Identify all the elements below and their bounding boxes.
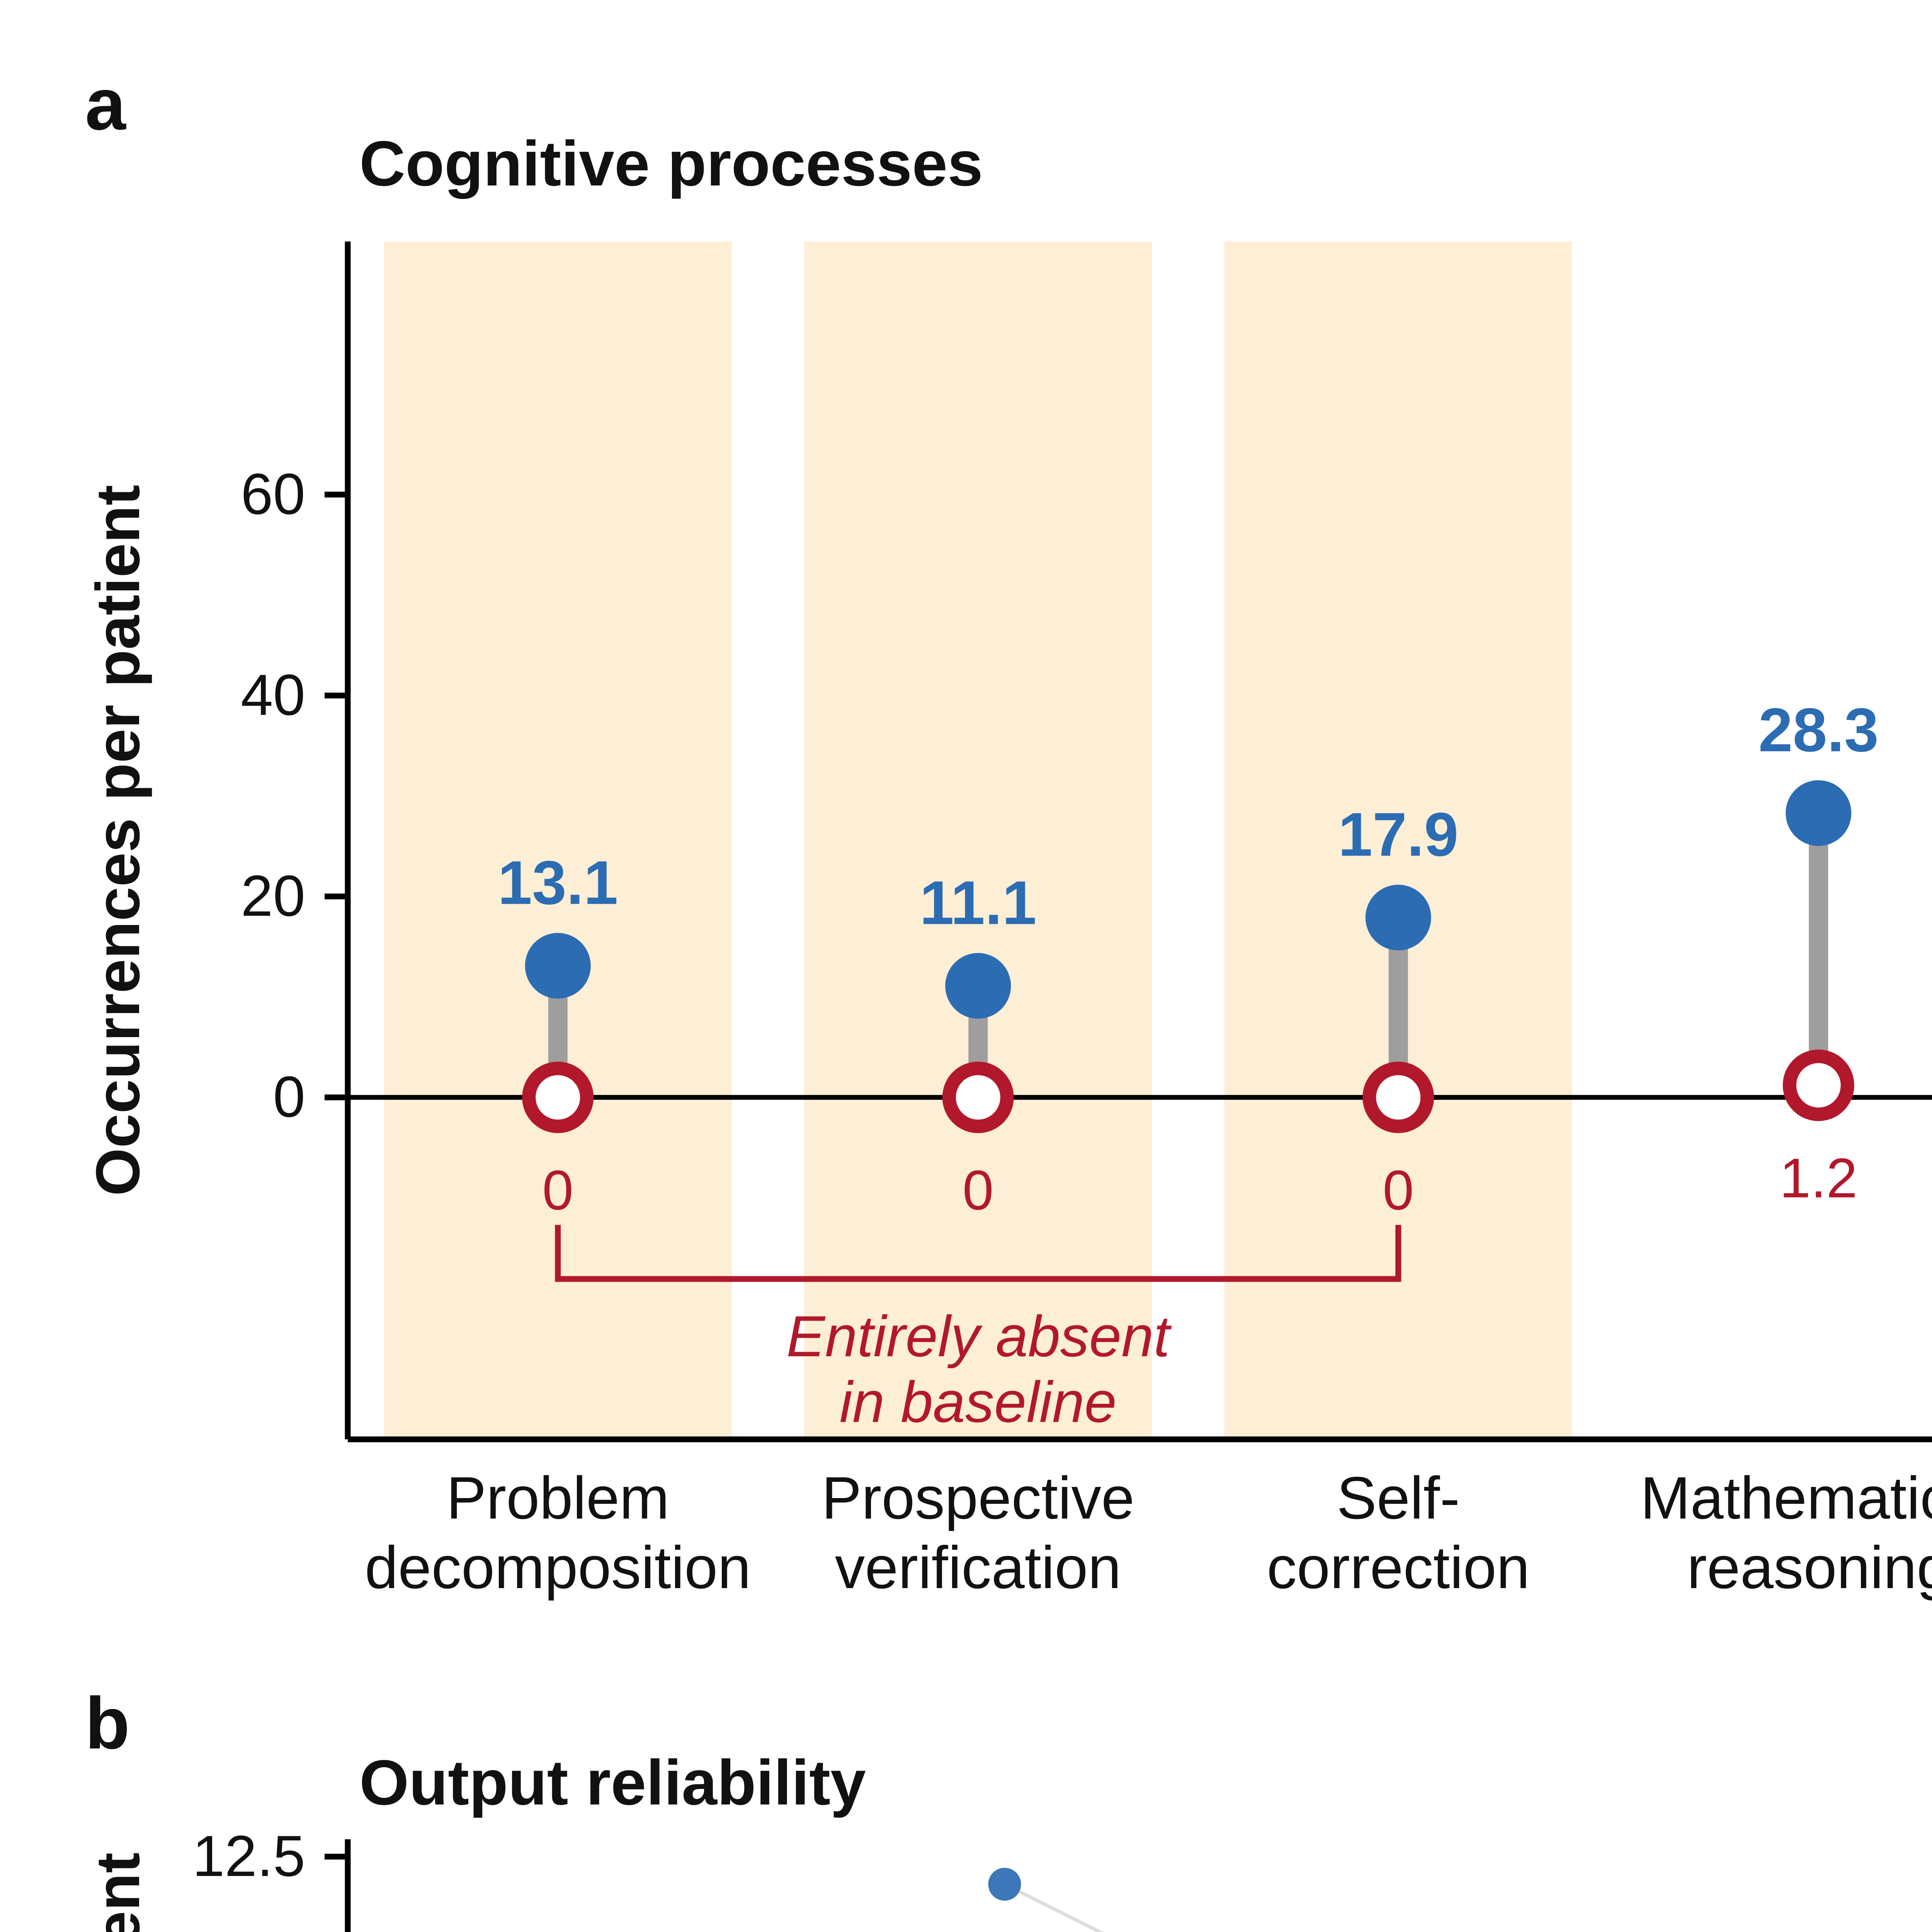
reasoning-value-label: 28.3 — [1759, 695, 1879, 764]
reasoning-point — [525, 933, 591, 999]
nonreasoning-value-label: 1.2 — [1779, 1147, 1857, 1209]
y-tick-label: 60 — [241, 461, 305, 526]
panel-b-title: Output reliability — [359, 1747, 866, 1818]
y-axis-title: Format errors per patient — [83, 1852, 152, 1932]
absent-annotation: Entirely absent — [786, 1304, 1172, 1369]
nonreasoning-value-label: 0 — [542, 1159, 573, 1221]
reasoning-point — [1365, 884, 1431, 951]
panel-a-title: Cognitive processes — [359, 128, 983, 199]
nonreasoning-value-label: 0 — [1383, 1159, 1414, 1221]
highlight-band — [804, 242, 1152, 1439]
category-label: verification — [835, 1534, 1121, 1601]
category-label: Problem — [446, 1464, 669, 1531]
absent-annotation: in baseline — [840, 1369, 1117, 1434]
category-label: Mathematical — [1640, 1464, 1932, 1531]
y-tick-label: 20 — [241, 863, 305, 928]
reasoning-point — [945, 953, 1011, 1019]
reasoning-point — [1786, 780, 1852, 846]
reasoning-value-label: 11.1 — [920, 868, 1037, 937]
nonreasoning-point — [1362, 1061, 1434, 1133]
panel-b-letter: b — [85, 1685, 130, 1766]
output-reliability-chart: 0.02.55.07.510.012.5med.=0med.=3Reasonin… — [83, 1823, 1104, 1932]
category-label: reasoning — [1687, 1534, 1932, 1601]
reasoning-value-label: 13.1 — [498, 848, 618, 917]
category-label: Prospective — [821, 1464, 1134, 1531]
y-axis-title: Occurrences per patient — [83, 485, 152, 1196]
nonreasoning-value-label: 0 — [963, 1159, 994, 1221]
category-label: Self- — [1337, 1464, 1460, 1531]
nonreasoning-point — [1782, 1049, 1854, 1121]
category-label: correction — [1267, 1534, 1530, 1601]
y-tick-label: 12.5 — [192, 1823, 305, 1888]
reasoning-dot — [988, 1867, 1021, 1901]
pair-connector — [1003, 1883, 1104, 1932]
category-label: decomposition — [365, 1534, 751, 1601]
panel-b: 0.02.55.07.510.012.5med.=0med.=3Reasonin… — [0, 1623, 1932, 1932]
absent-bracket — [555, 1225, 1401, 1282]
reasoning-value-label: 17.9 — [1338, 800, 1458, 869]
nonreasoning-point — [942, 1061, 1014, 1133]
y-tick-label: 40 — [241, 662, 305, 727]
panel-a-letter: a — [85, 66, 126, 147]
nonreasoning-point — [522, 1061, 594, 1133]
y-tick-label: 0 — [273, 1064, 305, 1129]
